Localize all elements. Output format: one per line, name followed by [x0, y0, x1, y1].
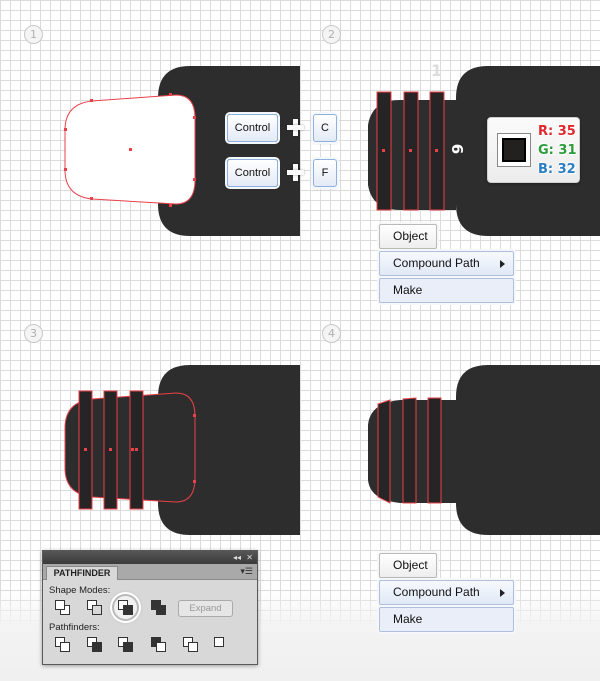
collapse-icon[interactable]: ◂◂ [232, 553, 241, 562]
panel-tabbar: PATHFINDER ▾☰ [43, 564, 257, 580]
submenu-arrow-icon [500, 589, 505, 597]
object-menu[interactable]: Object [379, 224, 437, 249]
expand-button[interactable]: Expand [178, 600, 233, 617]
divide-icon[interactable] [55, 637, 71, 653]
minus-back-icon[interactable] [214, 637, 230, 653]
pathfinders-label: Pathfinders: [49, 622, 100, 633]
step-badge-1: 1 [24, 25, 43, 44]
color-info-card: R: 35 G: 31 B: 32 [487, 117, 580, 183]
close-icon[interactable]: ✕ [246, 553, 253, 562]
stroke-weight-label: 6 [448, 143, 467, 155]
outline-icon[interactable] [183, 637, 199, 653]
plus-icon [287, 164, 304, 181]
c-key: C [313, 114, 337, 142]
step2-dark-shape [368, 66, 600, 236]
exclude-icon[interactable] [151, 600, 167, 616]
panel-titlebar: ◂◂ ✕ [43, 551, 257, 564]
step-badge-4: 4 [322, 324, 341, 343]
red-value: R: 35 [538, 124, 576, 139]
compound-path-menu-item[interactable]: Compound Path [379, 580, 514, 605]
make-menu-item[interactable]: Make [379, 278, 514, 303]
shape-modes-label: Shape Modes: [49, 585, 111, 596]
step1-selected-path[interactable] [64, 93, 196, 207]
control-key-2: Control [227, 159, 278, 187]
step4-dark-shape [368, 365, 600, 535]
step4-stripes [377, 397, 442, 504]
compound-path-label: Compound Path [393, 585, 480, 599]
control-key-1: Control [227, 114, 278, 142]
stroke-weight-small: 1 [431, 61, 443, 80]
plus-icon [287, 119, 304, 136]
submenu-arrow-icon [500, 260, 505, 268]
tab-pathfinder[interactable]: PATHFINDER [46, 566, 118, 580]
step2-stripes[interactable] [376, 91, 445, 211]
minus-front-icon[interactable] [87, 600, 103, 616]
unite-icon[interactable] [55, 600, 71, 616]
blue-value: B: 32 [538, 162, 576, 177]
compound-path-menu-item[interactable]: Compound Path [379, 251, 514, 276]
intersect-icon[interactable] [118, 600, 134, 616]
trim-icon[interactable] [87, 637, 103, 653]
step-badge-2: 2 [322, 25, 341, 44]
object-menu[interactable]: Object [379, 553, 437, 578]
crop-icon[interactable] [151, 637, 167, 653]
merge-icon[interactable] [118, 637, 134, 653]
compound-path-label: Compound Path [393, 256, 480, 270]
make-menu-item[interactable]: Make [379, 607, 514, 632]
f-key: F [313, 159, 337, 187]
step-badge-3: 3 [24, 324, 43, 343]
step3-overlap-path[interactable] [64, 390, 196, 510]
panel-menu-icon[interactable]: ▾☰ [240, 566, 253, 576]
green-value: G: 31 [538, 143, 577, 158]
color-swatch [497, 133, 531, 167]
